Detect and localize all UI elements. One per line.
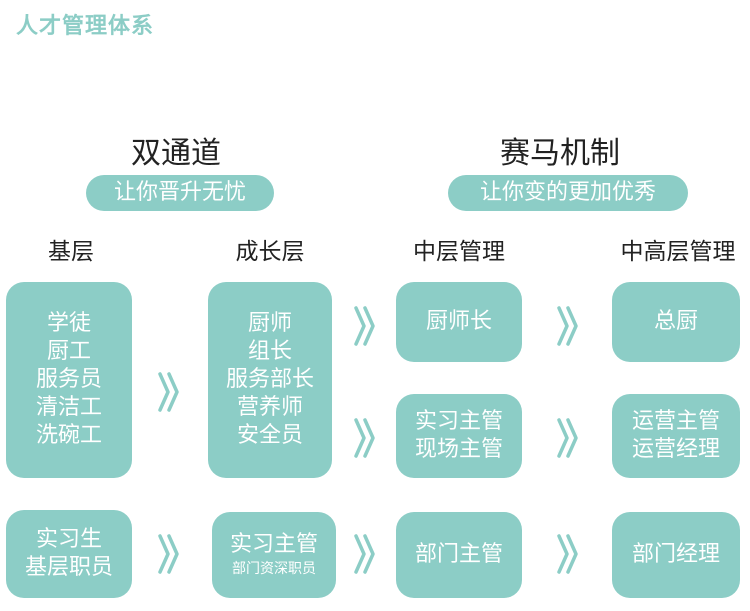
position-label: 厨师长 bbox=[425, 309, 492, 334]
position-label: 营养师 bbox=[236, 395, 303, 420]
double-chevron-right-icon bbox=[354, 306, 375, 346]
column-header-base: 基层 bbox=[48, 239, 94, 265]
position-label: 清洁工 bbox=[35, 395, 102, 420]
position-label: 服务员 bbox=[35, 367, 102, 392]
position-label: 安全员 bbox=[236, 423, 303, 448]
column-header-mid: 中层管理 bbox=[413, 239, 505, 265]
position-label: 运营经理 bbox=[631, 437, 720, 462]
section-subtitle-pill-left: 让你晋升无忧 bbox=[86, 175, 274, 211]
position-label: 实习主管 bbox=[414, 409, 503, 434]
position-label: 学徒 bbox=[46, 311, 91, 336]
box-top-department-manager: 部门经理 bbox=[612, 512, 740, 598]
column-header-upper: 中高层管理 bbox=[620, 239, 736, 265]
box-mid-department-supervisor: 部门主管 bbox=[396, 512, 522, 598]
position-label: 实习生 bbox=[35, 527, 102, 552]
position-label: 基层职员 bbox=[24, 555, 113, 580]
box-base-trainees: 实习生 基层职员 bbox=[6, 510, 132, 598]
double-chevron-right-icon bbox=[354, 534, 375, 574]
double-chevron-right-icon bbox=[557, 306, 578, 346]
position-label: 总厨 bbox=[653, 309, 698, 334]
double-chevron-right-icon bbox=[158, 534, 179, 574]
box-growth-positions: 厨师 组长 服务部长 营养师 安全员 bbox=[208, 282, 332, 478]
page-title: 人才管理体系 bbox=[16, 14, 155, 39]
position-label: 部门主管 bbox=[414, 542, 503, 567]
box-top-executive-chef: 总厨 bbox=[612, 282, 740, 362]
position-label: 服务部长 bbox=[225, 367, 314, 392]
box-mid-head-chef: 厨师长 bbox=[396, 282, 522, 362]
position-label: 部门经理 bbox=[631, 542, 720, 567]
double-chevron-right-icon bbox=[354, 418, 375, 458]
column-header-growth: 成长层 bbox=[235, 239, 305, 265]
position-label: 运营主管 bbox=[631, 409, 720, 434]
double-chevron-right-icon bbox=[557, 418, 578, 458]
position-label: 厨工 bbox=[46, 339, 91, 364]
section-subtitle-pill-right: 让你变的更加优秀 bbox=[448, 175, 688, 211]
position-label: 厨师 bbox=[247, 311, 292, 336]
double-chevron-right-icon bbox=[158, 372, 179, 412]
section-title-horse-race: 赛马机制 bbox=[500, 136, 620, 171]
position-label: 实习主管 bbox=[229, 532, 318, 557]
position-label: 洗碗工 bbox=[35, 423, 102, 448]
box-mid-supervisors: 实习主管 现场主管 bbox=[396, 394, 522, 478]
position-sublabel: 部门资深职员 bbox=[232, 561, 316, 577]
box-top-operations: 运营主管 运营经理 bbox=[612, 394, 740, 478]
position-label: 现场主管 bbox=[414, 437, 503, 462]
box-base-positions: 学徒 厨工 服务员 清洁工 洗碗工 bbox=[6, 282, 132, 478]
double-chevron-right-icon bbox=[557, 534, 578, 574]
section-title-dual-channel: 双通道 bbox=[131, 136, 221, 171]
position-label: 组长 bbox=[247, 339, 292, 364]
box-growth-trainee-supervisor: 实习主管 部门资深职员 bbox=[212, 512, 336, 598]
